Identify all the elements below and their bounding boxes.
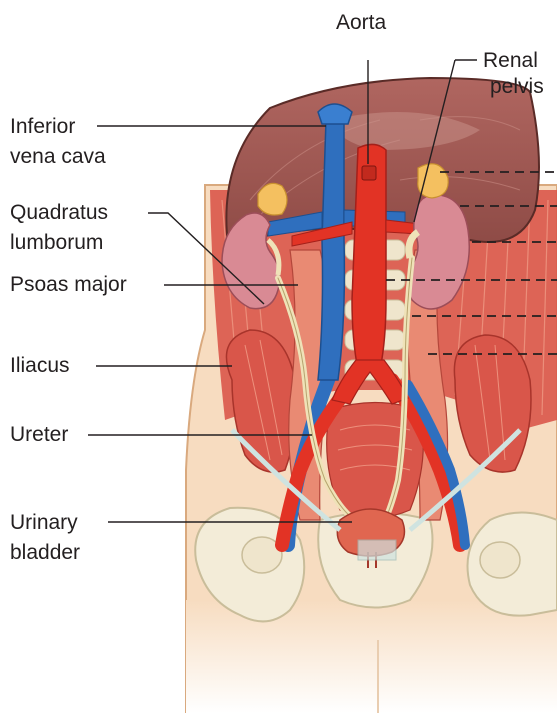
quadratus-lumborum-label-line1: Quadratus: [10, 200, 108, 225]
urinary-bladder-label-line1: Urinary: [10, 510, 78, 535]
psoas-major-label: Psoas major: [10, 272, 127, 297]
pubic-symphysis: [358, 540, 396, 560]
aorta-label: Aorta: [336, 10, 386, 35]
right-adrenal-gland: [418, 164, 448, 198]
renal-pelvis-label-line2: pelvis: [490, 74, 544, 99]
aorta-cut: [362, 166, 376, 180]
inferior-vena-cava-label-line1: Inferior: [10, 114, 75, 139]
ureter-label: Ureter: [10, 422, 68, 447]
right-femur-head: [480, 542, 520, 578]
iliacus-label: Iliacus: [10, 353, 70, 378]
inferior-vena-cava-label-line2: vena cava: [10, 144, 106, 169]
quadratus-lumborum-label-line2: lumborum: [10, 230, 103, 255]
left-adrenal-gland: [258, 183, 287, 215]
urinary-bladder-label-line2: bladder: [10, 540, 80, 565]
renal-pelvis-label-line1: Renal: [483, 48, 538, 73]
